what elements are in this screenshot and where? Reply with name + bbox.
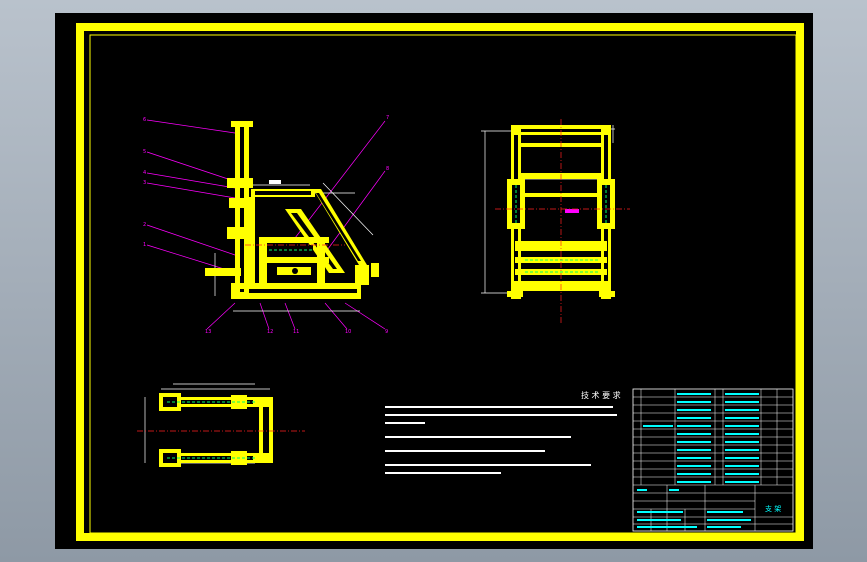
top-view	[137, 383, 305, 467]
svg-text:3: 3	[143, 180, 146, 186]
svg-text:9: 9	[385, 329, 388, 335]
parts-list-table	[632, 388, 794, 532]
front-view: 6 5 4 3 2 1 7 8 13 12 11 10 9	[143, 115, 389, 335]
leader-lines	[146, 119, 386, 330]
svg-text:4: 4	[143, 170, 146, 176]
parts-list-cells	[643, 393, 759, 483]
cad-drawing-sheet: 6 5 4 3 2 1 7 8 13 12 11 10 9	[76, 23, 804, 541]
svg-text:8: 8	[386, 166, 389, 172]
tech-req-lines	[385, 406, 617, 474]
technical-requirements: 技 术 要 求	[385, 390, 621, 474]
svg-text:11: 11	[293, 329, 299, 335]
part-number-labels: 6 5 4 3 2 1 7 8 13 12 11 10 9	[143, 115, 389, 335]
tech-req-title: 技 术 要 求	[581, 390, 621, 400]
svg-text:2: 2	[143, 222, 146, 228]
svg-text:10: 10	[345, 329, 351, 335]
drawing-name: 支 架	[765, 504, 781, 513]
svg-text:1: 1	[143, 242, 146, 248]
svg-text:13: 13	[205, 329, 211, 335]
inner-frame	[89, 34, 797, 534]
title-block: 支 架	[633, 485, 793, 531]
drawing-viewport[interactable]: 6 5 4 3 2 1 7 8 13 12 11 10 9	[55, 13, 813, 549]
svg-text:5: 5	[143, 149, 146, 155]
side-view	[481, 119, 630, 325]
svg-text:12: 12	[267, 329, 273, 335]
svg-text:6: 6	[143, 117, 146, 123]
title-block-cells	[637, 489, 751, 528]
svg-text:7: 7	[386, 115, 389, 121]
outer-frame	[76, 23, 804, 541]
